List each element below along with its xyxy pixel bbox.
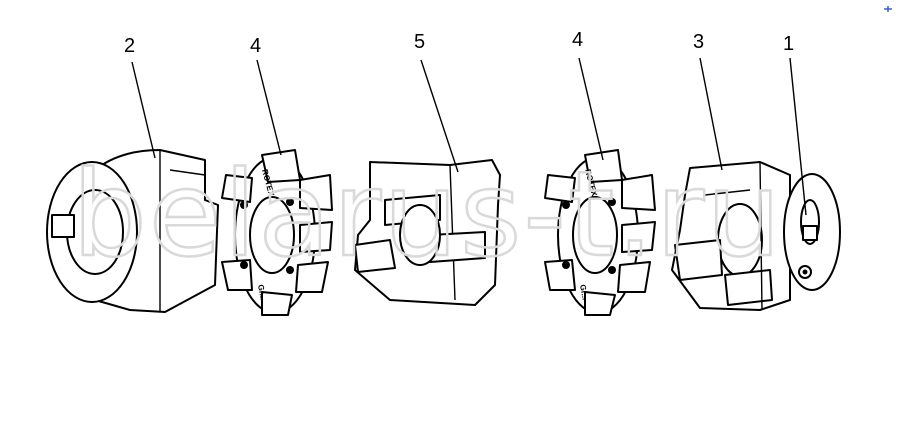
- leader-line-4-right: [578, 57, 604, 161]
- leader-line-5: [420, 59, 459, 173]
- callout-4-right: 4: [572, 29, 583, 51]
- hub-left-part-2: [46, 149, 219, 313]
- watermark-text: belarus-t.ru: [72, 145, 783, 283]
- spacer-center-part-5: [354, 159, 501, 306]
- spider-right-stamp-bottom: Gr...: [578, 284, 590, 301]
- leader-line-1: [789, 57, 807, 216]
- spider-left-stamp-bottom: Gr...: [256, 284, 268, 301]
- callout-5: 5: [414, 31, 425, 53]
- leader-lines: [131, 57, 807, 216]
- leader-line-3: [699, 57, 723, 171]
- leader-line-2: [131, 61, 156, 159]
- callout-3: 3: [693, 31, 704, 53]
- callout-4-left: 4: [250, 35, 261, 57]
- leader-line-4-left: [256, 59, 282, 156]
- corner-mark-icon: [884, 6, 892, 12]
- callout-2: 2: [124, 35, 135, 57]
- spider-left-part-4: ROTEX Gr...: [221, 149, 333, 316]
- callout-1: 1: [783, 33, 794, 55]
- spider-right-part-4: ROTEX Gr...: [544, 149, 656, 316]
